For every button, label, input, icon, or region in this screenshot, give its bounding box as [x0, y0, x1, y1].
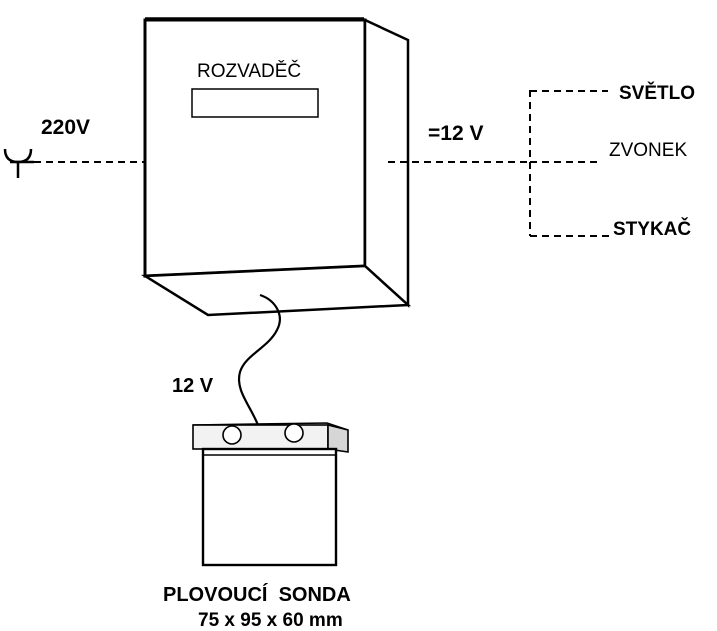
box-bottom-face	[140, 264, 412, 317]
output-contactor-label: STYKAČ	[613, 218, 691, 240]
probe-body	[201, 447, 338, 567]
cable-voltage-label: 12 V	[172, 375, 214, 397]
plug-icon	[3, 148, 34, 178]
probe-cap-side	[327, 423, 349, 453]
distribution-box	[140, 17, 412, 317]
probe-dimensions-label: 75 x 95 x 60 mm	[198, 610, 343, 631]
probe-name-label: PLOVOUCÍ SONDA	[163, 583, 351, 606]
probe-cap-front	[192, 424, 329, 450]
output-bell-label: ZVONEK	[609, 140, 687, 161]
output-branches	[529, 90, 610, 237]
box-front-face	[143, 18, 367, 278]
box-display-window	[191, 88, 319, 118]
floating-probe	[192, 422, 349, 567]
box-label: ROZVADĚČ	[197, 60, 301, 82]
probe-sensor-right	[284, 423, 304, 443]
input-voltage-label: 220V	[41, 116, 90, 139]
probe-sensor-left	[222, 425, 242, 445]
output-light-label: SVĚTLO	[619, 82, 695, 104]
probe-cable	[237, 293, 281, 426]
output-voltage-label: =12 V	[428, 122, 483, 145]
